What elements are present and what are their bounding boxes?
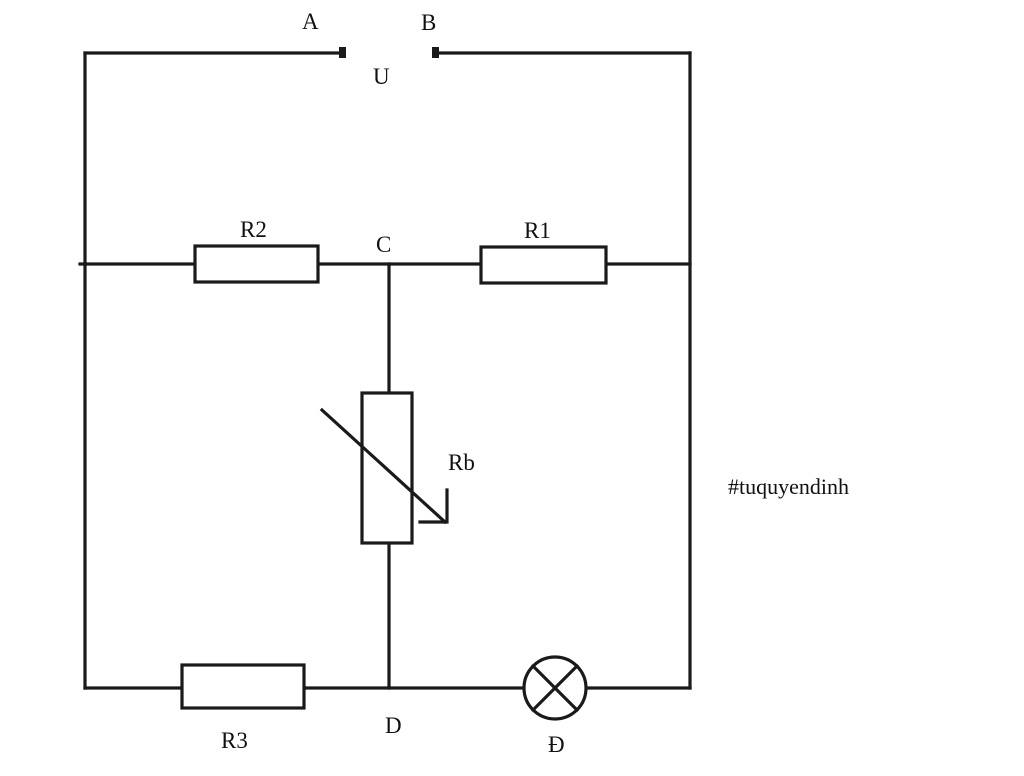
label-r1: R1 <box>524 218 551 243</box>
terminal-b-dot <box>432 47 439 58</box>
label-r2: R2 <box>240 217 267 242</box>
label-rb: Rb <box>448 450 475 475</box>
label-terminal-a: A <box>302 9 319 34</box>
rheostat-rb <box>319 391 449 545</box>
resistor-r3 <box>180 663 306 710</box>
wires <box>78 51 692 690</box>
lamp-cross-2 <box>530 663 580 713</box>
resistor-r2 <box>193 244 320 284</box>
label-voltage: U <box>373 64 390 89</box>
label-terminal-b: B <box>421 10 436 35</box>
rheostat-arrow-head <box>418 488 449 524</box>
label-lamp: Đ <box>548 732 565 757</box>
watermark: #tuquyendinh <box>728 474 849 499</box>
resistor-r1 <box>479 245 608 285</box>
label-node-d: D <box>385 713 402 738</box>
rheostat-arrow-shaft <box>319 407 448 525</box>
lamp-d <box>522 655 588 721</box>
terminal-a-dot <box>339 47 346 58</box>
label-r3: R3 <box>221 728 248 753</box>
label-node-c: C <box>376 232 391 257</box>
